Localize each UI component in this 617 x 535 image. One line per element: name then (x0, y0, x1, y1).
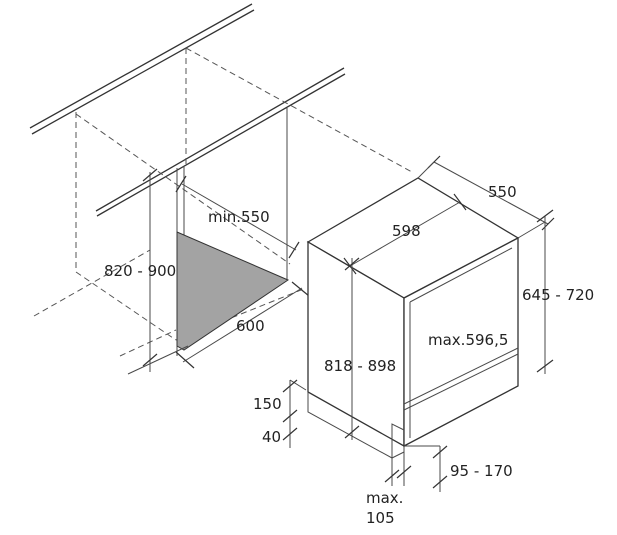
dishwasher-body (306, 177, 520, 459)
appliance-width-label: 598 (392, 222, 421, 240)
niche-floor-shade (176, 231, 290, 351)
max-105-dimension (384, 452, 412, 486)
niche-width-label: 600 (236, 317, 265, 335)
door-height-max-label: max.596,5 (428, 331, 508, 349)
door-height-range-label: 645 - 720 (522, 286, 594, 304)
niche-height-dimension (142, 168, 158, 372)
worktop (29, 3, 346, 217)
plinth-dimension (282, 379, 307, 448)
niche-depth-dimension (175, 175, 300, 259)
niche-depth-label: min.550 (208, 208, 270, 226)
plinth-40-label: 40 (262, 428, 281, 446)
door-height-range-dimension (517, 209, 554, 374)
toe-range-label: 95 - 170 (450, 462, 513, 480)
niche-width-dimension (127, 281, 310, 375)
appliance-depth-dimension (417, 155, 555, 231)
toe-dimension (404, 445, 448, 492)
appliance-height-dimension (344, 257, 360, 440)
niche-height-label: 820 - 900 (104, 262, 176, 280)
appliance-depth-label: 550 (488, 183, 517, 201)
appliance-height-label: 818 - 898 (324, 357, 396, 375)
plinth-150-label: 150 (253, 395, 282, 413)
max-105-label: 105 (366, 509, 395, 527)
max-label: max. (366, 489, 403, 507)
